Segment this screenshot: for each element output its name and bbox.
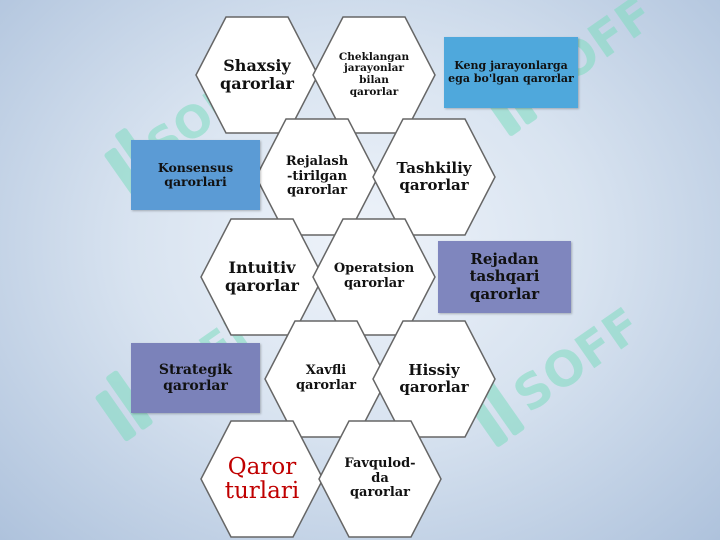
hex-shaxsiy: Shaxsiy qarorlar xyxy=(195,16,319,134)
box-konsensus: Konsensus qarorlari xyxy=(131,140,260,210)
hex-rejalashtirilgan: Rejalash -tirilgan qarorlar xyxy=(255,118,379,236)
hex-intuitiv-label: Intuitiv qarorlar xyxy=(225,258,299,295)
hex-rejalashtirilgan-label: Rejalash -tirilgan qarorlar xyxy=(285,154,349,199)
hex-tashkiliy: Tashkiliy qarorlar xyxy=(372,118,496,236)
svg-text:SOFF: SOFF xyxy=(504,300,652,424)
hex-hissiy: Hissiy qarorlar xyxy=(372,320,496,438)
hex-cheklangan-label: Cheklangan jarayonlar bilan qarorlar xyxy=(338,50,410,98)
diagram-title: Qaror turlari xyxy=(224,453,300,504)
hex-xavfli-label: Xavfli qarorlar xyxy=(295,363,357,393)
box-keng-jarayonlar: Keng jarayonlarga ega bo'lgan qarorlar xyxy=(444,37,578,108)
hex-tashkiliy-label: Tashkiliy qarorlar xyxy=(396,159,472,194)
hex-cheklangan: Cheklangan jarayonlar bilan qarorlar xyxy=(312,16,436,134)
hex-xavfli: Xavfli qarorlar xyxy=(264,320,388,438)
hex-shaxsiy-label: Shaxsiy qarorlar xyxy=(220,56,294,93)
hex-qaror-turlari: Qaror turlari xyxy=(200,420,324,538)
hex-hissiy-label: Hissiy qarorlar xyxy=(399,361,469,396)
hex-intuitiv: Intuitiv qarorlar xyxy=(200,218,324,336)
hex-operatsion-label: Operatsion qarorlar xyxy=(333,261,415,291)
box-rejadan-tashqari: Rejadan tashqari qarorlar xyxy=(438,241,571,313)
hex-favqulodda: Favqulod- da qarorlar xyxy=(318,420,442,538)
hex-favqulodda-label: Favqulod- da qarorlar xyxy=(344,456,416,501)
box-strategik: Strategik qarorlar xyxy=(131,343,260,413)
hex-operatsion: Operatsion qarorlar xyxy=(312,218,436,336)
